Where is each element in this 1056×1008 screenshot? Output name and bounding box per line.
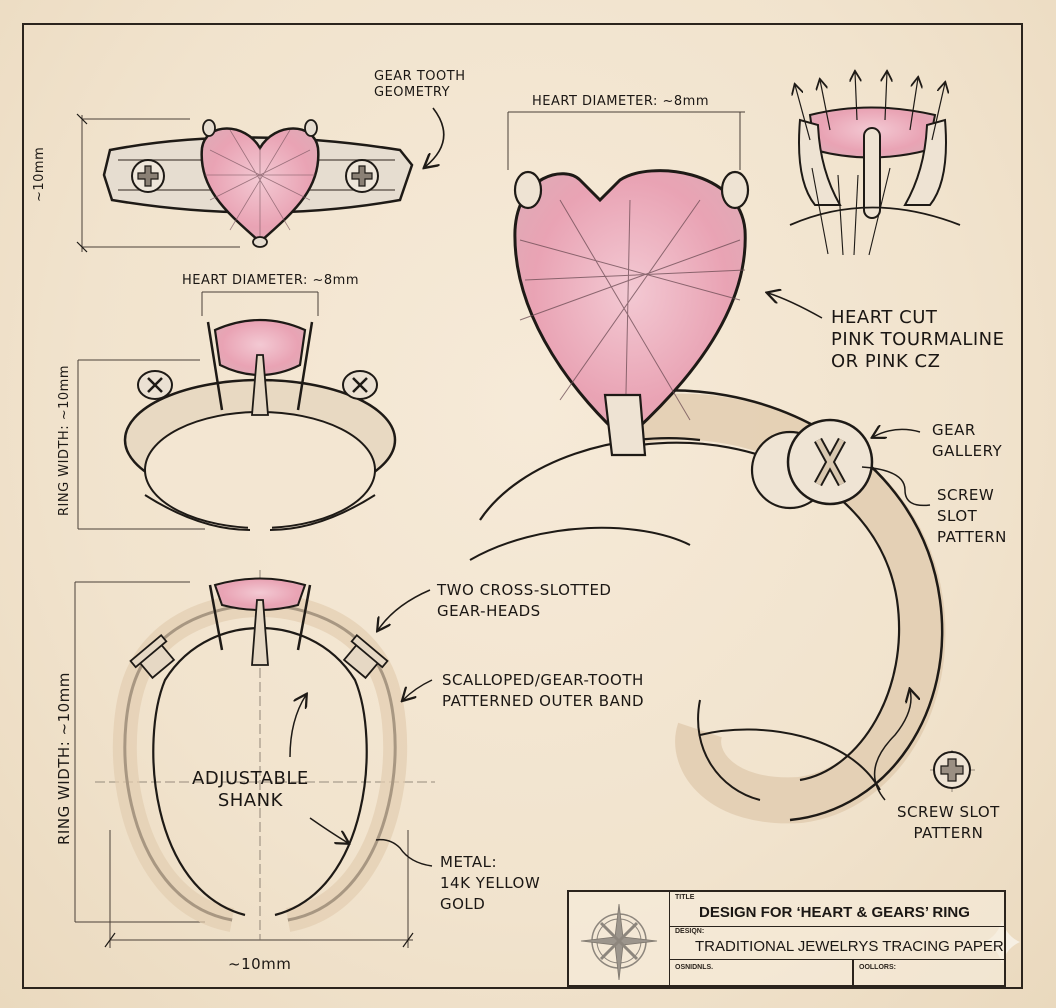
front-view-ring [77, 291, 397, 540]
drawing-border [22, 23, 1023, 989]
design-value: TRADITIONAL JEWELRYS TRACING PAPER [695, 938, 1004, 955]
title-block: TITLE DESIGN FOR ‘HEART & GEARS’ RING DE… [567, 890, 1006, 987]
title-caption: TITLE [675, 894, 695, 901]
perspective-heart-dimension: HEART DIAMETER: ~8mm [532, 94, 710, 109]
side-view-bottom-dimension: ~10mm [228, 955, 292, 973]
compass-rose-icon [569, 892, 670, 987]
perspective-view-ring [469, 111, 975, 824]
screw-slot-callout: SCREW SLOT PATTERN [937, 486, 1007, 546]
adjustable-shank-callout: ADJUSTABLE SHANK [192, 768, 309, 811]
field4-caption: OOLLORS: [859, 964, 896, 971]
front-view-heart-dimension: HEART DIAMETER: ~8mm [182, 273, 360, 288]
screw-slot-icon [930, 750, 975, 792]
field3-caption: OSNIDNLS. [675, 964, 714, 971]
meta-divider [852, 959, 854, 987]
gear-gallery-callout: GEAR GALLERY [932, 421, 1003, 460]
front-view-width-dimension: RING WIDTH: ~10mm [57, 365, 72, 516]
meta-row [669, 959, 1004, 987]
gear-heads-callout: TWO CROSS-SLOTTED GEAR-HEADS [437, 581, 612, 620]
sheet-title: DESIGN FOR ‘HEART & GEARS’ RING [699, 904, 970, 921]
screw-slot-pattern-callout: SCREW SLOT PATTERN [897, 803, 1000, 842]
side-view-width-dimension: RING WIDTH: ~10mm [55, 672, 73, 845]
top-view-height-dimension: ~10mm [32, 146, 47, 202]
design-caption: DESIQN: [675, 928, 705, 935]
title-row: TITLE DESIGN FOR ‘HEART & GEARS’ RING [669, 892, 1004, 927]
design-row: DESIQN: TRADITIONAL JEWELRYS TRACING PAP… [669, 926, 1004, 960]
top-view-ring [76, 107, 445, 253]
scalloped-band-callout: SCALLOPED/GEAR-TOOTH PATTERNED OUTER BAN… [442, 671, 645, 710]
heart-cut-stone-callout: HEART CUT PINK TOURMALINE OR PINK CZ [831, 307, 1005, 372]
side-view-ring [74, 570, 435, 948]
gear-tooth-callout: GEAR TOOTH GEOMETRY [374, 69, 466, 100]
prong-view [789, 72, 961, 256]
metal-callout: METAL: 14K YELLOW GOLD [440, 853, 541, 913]
